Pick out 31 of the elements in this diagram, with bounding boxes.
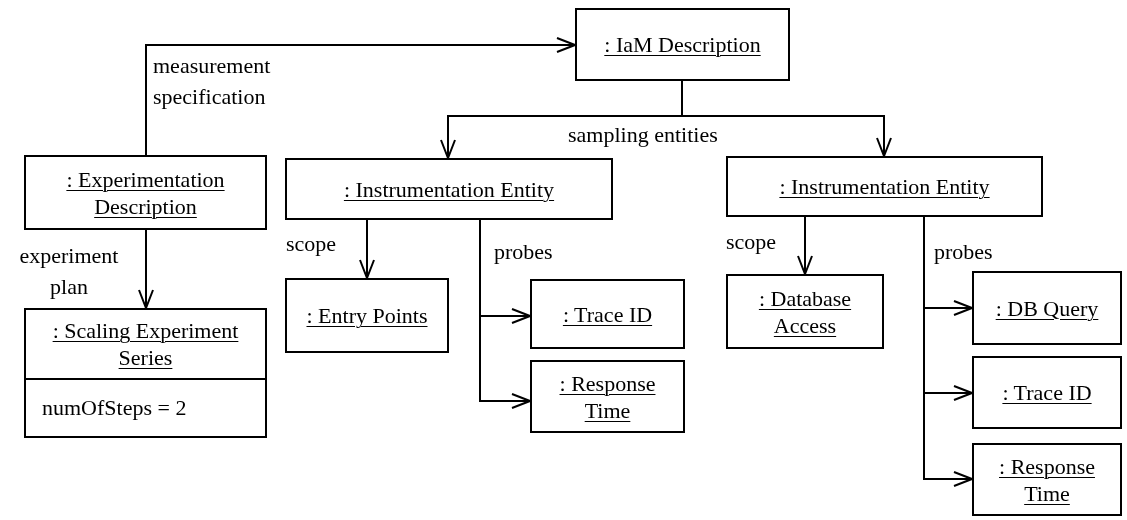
- object-box: [530, 360, 685, 433]
- object-name: : Scaling Experiment Series: [51, 317, 240, 371]
- object-name: : Trace ID: [1002, 379, 1092, 406]
- object-box: [24, 155, 267, 230]
- object-name: : Instrumentation Entity: [779, 173, 990, 200]
- object-box: [726, 274, 884, 349]
- object-box: [285, 278, 449, 353]
- object-box: [972, 443, 1122, 516]
- association-arrow: [797, 216, 813, 275]
- object-name: : Experimentation Description: [65, 165, 226, 220]
- object-box: [726, 156, 1043, 217]
- object-name: : DB Query: [995, 294, 1099, 322]
- object-box: [575, 8, 790, 81]
- attribute-text: numOfSteps = 2: [26, 378, 265, 436]
- object-name: : Response Time: [998, 452, 1096, 507]
- association-arrow: [145, 37, 576, 156]
- object-name: : Instrumentation Entity: [343, 175, 555, 203]
- object-box: [530, 279, 685, 349]
- object-name: : Entry Points: [306, 302, 428, 329]
- object-box: [972, 356, 1122, 429]
- association-arrow: [138, 229, 154, 309]
- object-box: [24, 308, 267, 438]
- object-name: : Trace ID: [562, 300, 653, 328]
- object-box: [972, 271, 1122, 345]
- object-name: : Response Time: [558, 369, 657, 424]
- object-name: : Database Access: [757, 284, 853, 339]
- association-arrow: [923, 216, 973, 487]
- object-name: : IaM Description: [604, 31, 761, 58]
- association-arrow: [359, 219, 375, 279]
- association-arrow: [479, 219, 531, 409]
- object-box: [285, 158, 613, 220]
